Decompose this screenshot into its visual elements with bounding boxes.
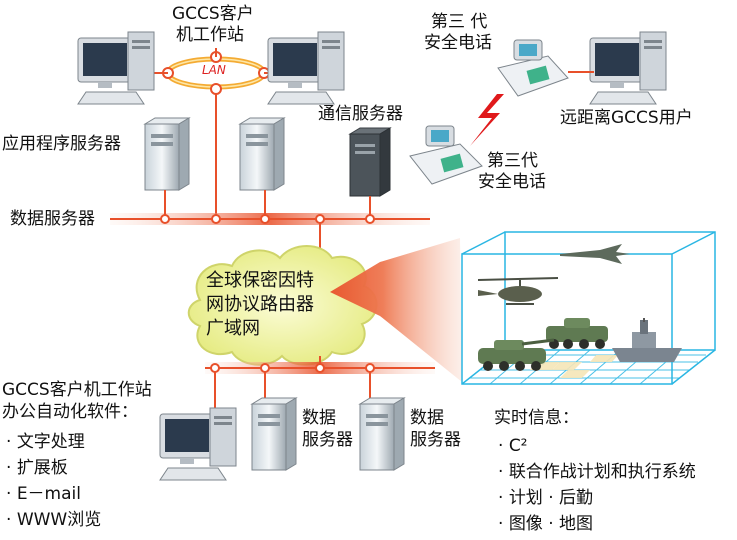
db-server-1-line2: 服务器 bbox=[302, 430, 353, 450]
application-server-icon bbox=[143, 117, 191, 191]
secure-phone-icon bbox=[497, 39, 569, 97]
info-flow-arrow bbox=[330, 238, 462, 382]
data-server-icon bbox=[250, 397, 298, 471]
db-server-1-line1: 数据 bbox=[302, 408, 336, 428]
realtime-item: 计划 · 后勤 bbox=[498, 488, 593, 509]
data-server-icon bbox=[358, 397, 406, 471]
lan-label: LAN bbox=[202, 63, 226, 77]
wan-label-line3: 广域网 bbox=[206, 318, 260, 339]
fighter-jet-icon bbox=[560, 244, 630, 264]
office-item: 文字处理 bbox=[6, 432, 85, 453]
remote-workstation-icon bbox=[589, 31, 667, 105]
gccs-client-title-line1: GCCS客户 bbox=[172, 4, 254, 24]
wan-label-line1: 全球保密因特 bbox=[206, 270, 314, 291]
realtime-item: 图像 · 地图 bbox=[498, 514, 593, 535]
office-item: 扩展板 bbox=[6, 458, 68, 479]
communication-server-icon bbox=[348, 127, 392, 197]
db-server-2-line1: 数据 bbox=[410, 408, 444, 428]
wan-cloud bbox=[187, 245, 378, 366]
workstation-icon bbox=[77, 31, 155, 105]
server-icon bbox=[238, 117, 286, 191]
realtime-title: 实时信息： bbox=[494, 408, 579, 428]
bottom-client-title-line2: 办公自动化软件： bbox=[2, 402, 138, 422]
remote-user-label: 远距离GCCS用户 bbox=[560, 108, 693, 128]
office-workstation-icon bbox=[159, 407, 237, 481]
armored-vehicle-icon bbox=[546, 318, 608, 349]
phone-top-label-line2: 安全电话 bbox=[424, 33, 492, 53]
bolt-icon bbox=[470, 94, 504, 146]
gccs-client-title-line2: 机工作站 bbox=[176, 25, 244, 45]
realtime-item: 联合作战计划和执行系统 bbox=[498, 462, 696, 483]
phone-mid-label-line2: 安全电话 bbox=[478, 172, 546, 192]
tank-icon bbox=[478, 338, 555, 371]
lower-bus bbox=[205, 356, 435, 415]
db-server-2-line2: 服务器 bbox=[410, 430, 461, 450]
phone-mid-label-line1: 第三代 bbox=[487, 151, 538, 171]
helicopter-icon bbox=[477, 277, 559, 305]
workstation-icon bbox=[267, 31, 345, 105]
application-server-label: 应用程序服务器 bbox=[2, 134, 121, 154]
warship-icon bbox=[612, 318, 682, 362]
realtime-item: C² bbox=[498, 436, 528, 457]
office-item: WWW浏览 bbox=[6, 510, 101, 531]
data-server-bus-label: 数据服务器 bbox=[10, 209, 95, 229]
phone-top-label-line1: 第三 代 bbox=[431, 12, 488, 32]
communication-server-label: 通信服务器 bbox=[318, 104, 403, 124]
office-item: E－mail bbox=[6, 484, 81, 505]
secure-phone-icon bbox=[409, 125, 483, 185]
wan-label-line2: 网协议路由器 bbox=[206, 294, 314, 315]
bottom-client-title-line1: GCCS客户机工作站 bbox=[2, 380, 152, 400]
